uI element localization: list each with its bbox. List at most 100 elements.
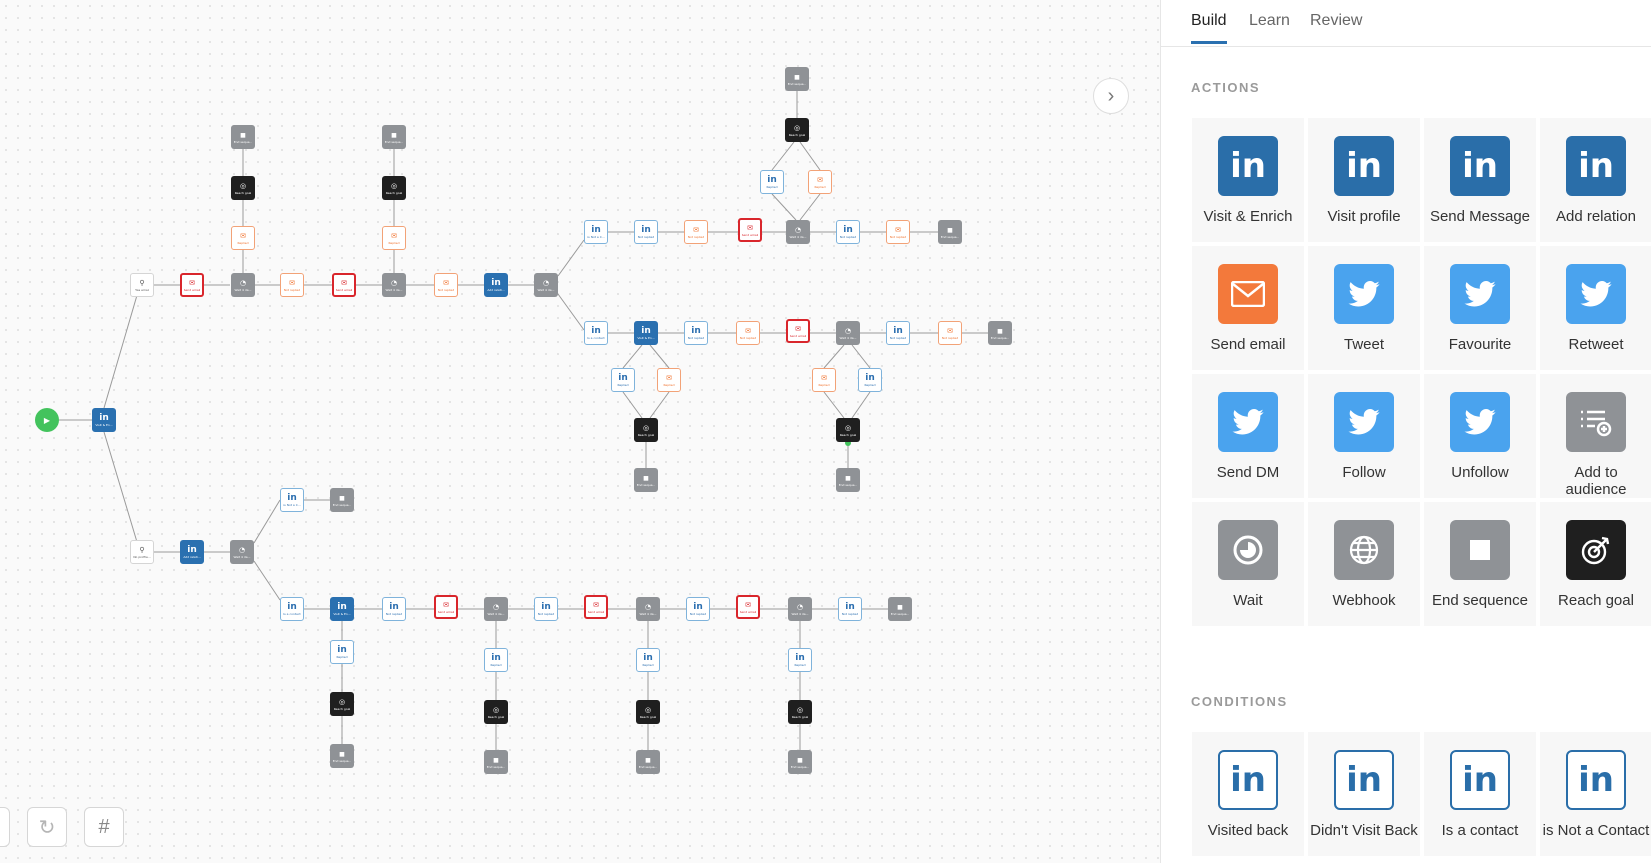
action-add-relation[interactable]: in Add relation xyxy=(1540,118,1651,242)
wait-node[interactable]: ◔Wait 4 da... xyxy=(382,273,406,297)
reach-goal-node[interactable]: ◎Reach goal xyxy=(231,176,255,200)
condition-is-a-contact[interactable]: in Is a contact xyxy=(1424,732,1536,856)
action-end-sequence[interactable]: End sequence xyxy=(1424,502,1536,626)
end-sequence-node[interactable]: ■End seque... xyxy=(636,750,660,774)
end-sequence-node[interactable]: ■End seque... xyxy=(988,321,1012,345)
action-favourite[interactable]: Favourite xyxy=(1424,246,1536,370)
reach-goal-node[interactable]: ◎Reach goal xyxy=(484,700,508,724)
action-send-message[interactable]: in Send Message xyxy=(1424,118,1536,242)
wait-node[interactable]: ◔Wait 4 da... xyxy=(231,273,255,297)
not-replied-node[interactable]: ✉Not replied xyxy=(886,220,910,244)
send-email-node[interactable]: ✉Send email xyxy=(584,595,608,619)
action-add-to-audience[interactable]: Add to audience xyxy=(1540,374,1651,498)
start-node[interactable]: ▶ xyxy=(35,408,59,432)
end-sequence-node[interactable]: ■End seque... xyxy=(231,125,255,149)
wait-node[interactable]: ◔Wait 4 da... xyxy=(836,321,860,345)
not-replied-node[interactable]: ✉Not replied xyxy=(938,321,962,345)
not-replied-node[interactable]: ✉Not replied xyxy=(280,273,304,297)
end-sequence-node[interactable]: ■End seque... xyxy=(788,750,812,774)
wait-node[interactable]: ◔Wait 4 da... xyxy=(788,597,812,621)
action-reach-goal[interactable]: Reach goal xyxy=(1540,502,1651,626)
action-send-dm[interactable]: Send DM xyxy=(1192,374,1304,498)
collapse-panel-button[interactable]: › xyxy=(1093,78,1129,114)
action-wait[interactable]: Wait xyxy=(1192,502,1304,626)
end-sequence-node[interactable]: ■End seque... xyxy=(484,750,508,774)
action-tweet[interactable]: Tweet xyxy=(1308,246,1420,370)
replied-node[interactable]: ✉Replied xyxy=(657,368,681,392)
tab-review[interactable]: Review xyxy=(1310,12,1363,29)
action-visit-profile[interactable]: in Visit profile xyxy=(1308,118,1420,242)
send-email-node[interactable]: ✉Send email xyxy=(434,595,458,619)
wait-node[interactable]: ◔Wait 4 da... xyxy=(484,597,508,621)
grid-toggle-button[interactable]: # xyxy=(84,807,124,847)
no-email-condition-node[interactable]: ⚲No profile... xyxy=(130,540,154,564)
sequence-canvas[interactable]: ▶ in Visit & En... ⚲Has email ✉Send emai… xyxy=(0,0,1160,863)
action-unfollow[interactable]: Unfollow xyxy=(1424,374,1536,498)
not-replied-node[interactable]: ✉Not replied xyxy=(684,220,708,244)
send-email-node[interactable]: ✉Send email xyxy=(180,273,204,297)
end-sequence-node[interactable]: ■End seque... xyxy=(938,220,962,244)
replied-node[interactable]: ✉Replied xyxy=(382,226,406,250)
reach-goal-node[interactable]: ◎Reach goal xyxy=(836,418,860,442)
reach-goal-node[interactable]: ◎Reach goal xyxy=(382,176,406,200)
send-email-node[interactable]: ✉Send email xyxy=(736,595,760,619)
reach-goal-node[interactable]: ◎Reach goal xyxy=(788,700,812,724)
send-email-node[interactable]: ✉Send email xyxy=(738,218,762,242)
condition-didnt-visit-back[interactable]: in Didn't Visit Back xyxy=(1308,732,1420,856)
tab-learn[interactable]: Learn xyxy=(1249,12,1290,29)
end-sequence-node[interactable]: ■End seque... xyxy=(836,468,860,492)
end-sequence-node[interactable]: ■End seque... xyxy=(634,468,658,492)
end-sequence-node[interactable]: ■End seque... xyxy=(888,597,912,621)
not-replied-node[interactable]: ✉Not replied xyxy=(434,273,458,297)
end-sequence-node[interactable]: ■End seque... xyxy=(382,125,406,149)
end-sequence-node[interactable]: ■End seque... xyxy=(330,488,354,512)
replied-node[interactable]: ✉Replied xyxy=(812,368,836,392)
replied-node[interactable]: ✉Replied xyxy=(231,226,255,250)
action-follow[interactable]: Follow xyxy=(1308,374,1420,498)
action-retweet[interactable]: Retweet xyxy=(1540,246,1651,370)
wait-node[interactable]: ◔Wait 4 da... xyxy=(636,597,660,621)
action-send-email[interactable]: Send email xyxy=(1192,246,1304,370)
action-visit-enrich[interactable]: in Visit & Enrich xyxy=(1192,118,1304,242)
replied-node[interactable]: ✉Replied xyxy=(808,170,832,194)
action-webhook[interactable]: Webhook xyxy=(1308,502,1420,626)
undo-button[interactable]: ↶ xyxy=(0,807,10,847)
tab-build[interactable]: Build xyxy=(1191,12,1227,29)
wait-node[interactable]: ◔Wait 4 da... xyxy=(534,273,558,297)
has-email-condition-node[interactable]: ⚲Has email xyxy=(130,273,154,297)
redo-button[interactable]: ↻ xyxy=(27,807,67,847)
reach-goal-node[interactable]: ◎Reach goal xyxy=(636,700,660,724)
reach-goal-node[interactable]: ◎Reach goal xyxy=(785,118,809,142)
send-email-node[interactable]: ✉Send email xyxy=(786,319,810,343)
wait-node[interactable]: ◔Wait 4 da... xyxy=(786,220,810,244)
end-sequence-node[interactable]: ■End seque... xyxy=(330,744,354,768)
not-replied-node[interactable]: ✉Not replied xyxy=(736,321,760,345)
end-sequence-node[interactable]: ■End seque... xyxy=(785,67,809,91)
reach-goal-node[interactable]: ◎Reach goal xyxy=(330,692,354,716)
wait-node[interactable]: ◔Wait 4 da... xyxy=(230,540,254,564)
visit-enrich-node[interactable]: in Visit & En... xyxy=(92,408,116,432)
